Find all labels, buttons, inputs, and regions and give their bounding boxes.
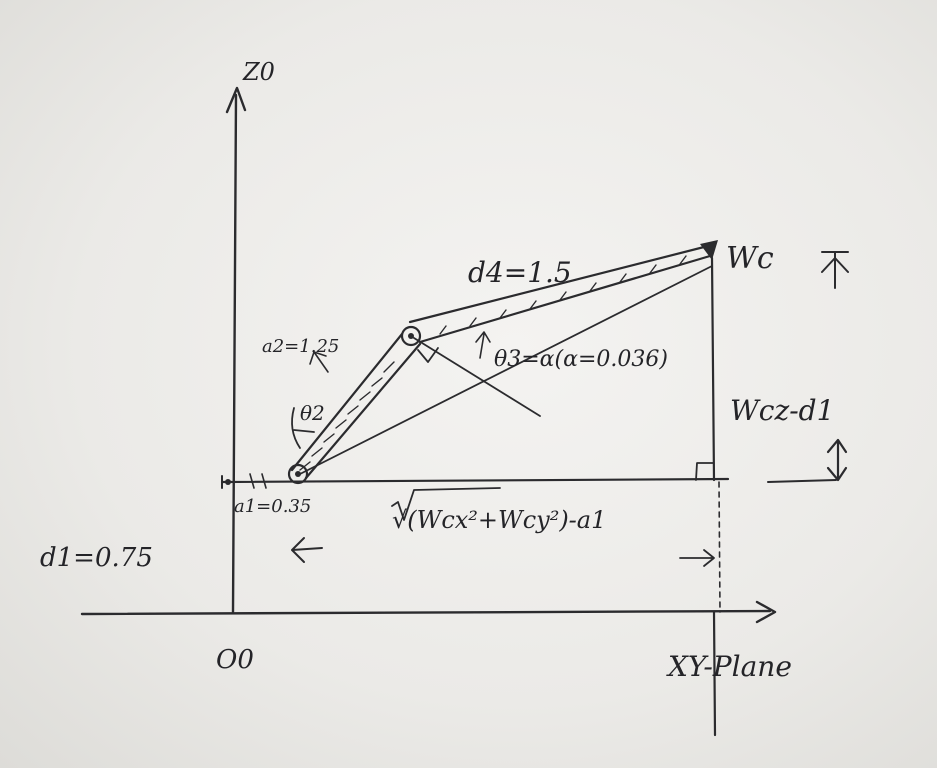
- right-angle-marker: [695, 462, 714, 481]
- a2-label: a2=1.25: [262, 336, 339, 357]
- theta2-label: θ2: [300, 401, 325, 425]
- a1-ticks: [249, 473, 267, 489]
- joint-1: [287, 463, 309, 485]
- vertical-leg-double-arrow: [826, 438, 848, 482]
- hypotenuse-line: [299, 265, 713, 475]
- vertical-leg: [710, 256, 716, 482]
- x-axis: [80, 600, 777, 624]
- horizontal-leg-label: √(Wcx²+Wcy²)-a1: [392, 506, 606, 534]
- xy-plane-label: XY-Plane: [666, 650, 792, 683]
- a1-label: a1=0.35: [234, 496, 311, 517]
- a2-arrow: [309, 351, 329, 373]
- vertical-leg-pointer-line: [767, 479, 837, 483]
- dashed-projection-line: [718, 481, 721, 613]
- theta3-label: θ3=α(α=0.036): [494, 347, 668, 372]
- perpendicular-marker: [417, 347, 439, 363]
- joint-2: [400, 325, 422, 347]
- vertical-leg-label: Wcz-d1: [730, 394, 834, 427]
- z-axis-label: Z0: [242, 58, 275, 86]
- d1-reference-line: [220, 477, 730, 484]
- z-axis: [225, 86, 247, 614]
- wc-label: Wc: [726, 241, 774, 276]
- theta2-arc: [291, 407, 315, 449]
- link-d4: [408, 244, 712, 344]
- origin-point: [225, 479, 231, 485]
- wc-arrow-marker: [821, 251, 849, 289]
- origin-label: O0: [216, 645, 254, 675]
- plane-vertical-stroke: [712, 610, 717, 737]
- d4-label: d4=1.5: [468, 256, 572, 289]
- wrist-center-point: [700, 240, 718, 260]
- d1-label: d1=0.75: [40, 543, 153, 573]
- right-distance-arrow: [679, 549, 715, 567]
- theta3-arrow: [475, 331, 491, 359]
- left-distance-arrow: [291, 537, 323, 563]
- link-a2: [290, 332, 422, 480]
- sqrt-sign: [391, 487, 501, 521]
